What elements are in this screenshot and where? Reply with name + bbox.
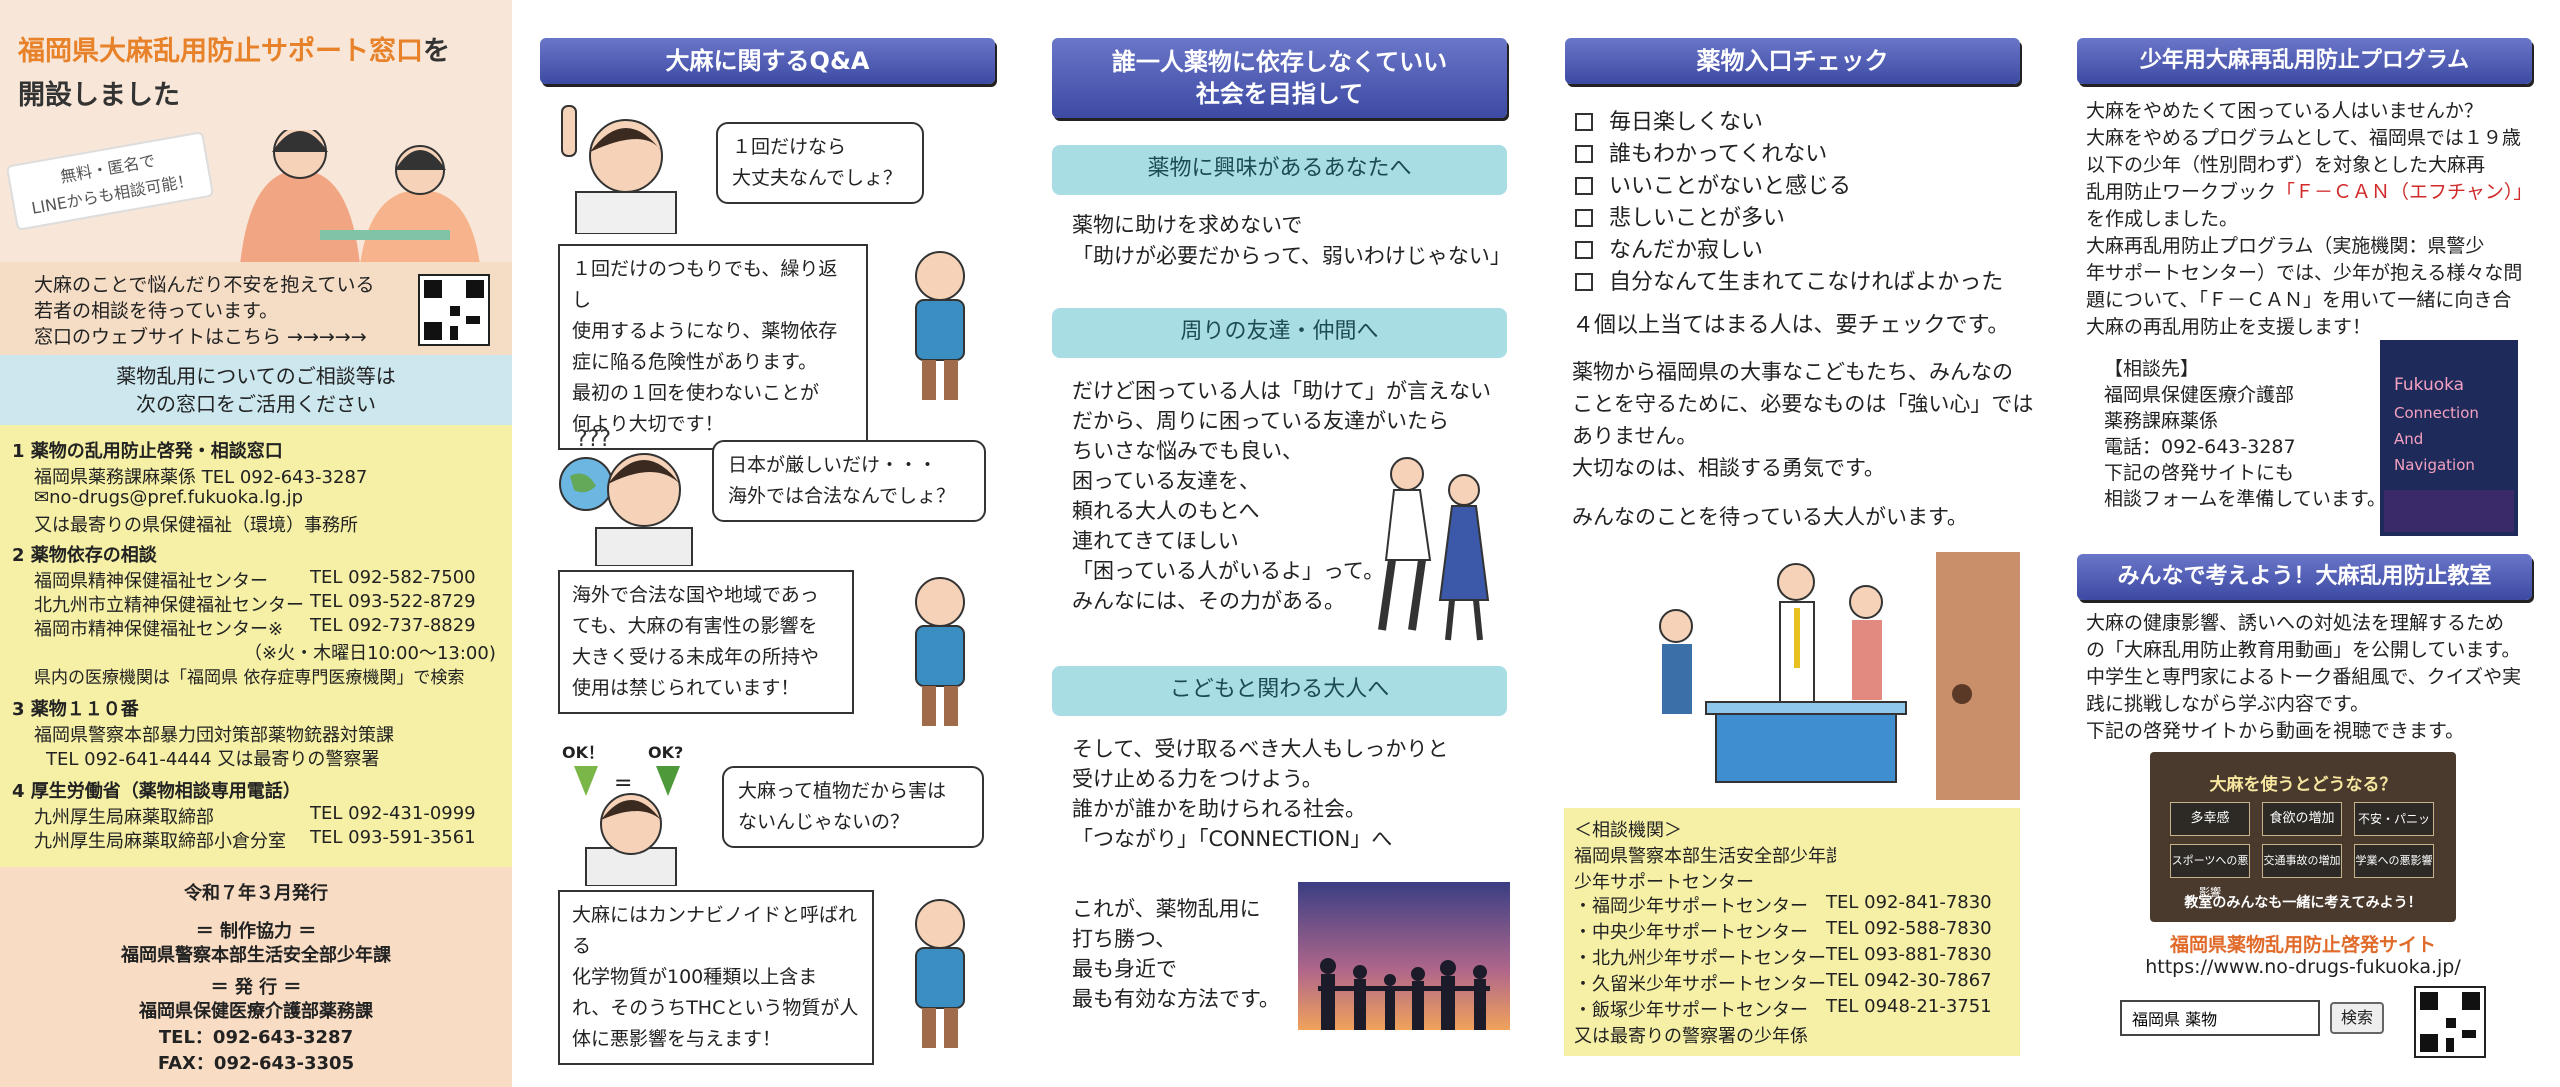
sunset-silhouette-image	[1298, 882, 1510, 1030]
svg-text:Connection: Connection	[2394, 404, 2479, 422]
video-cell: 食欲の増加	[2262, 802, 2342, 836]
check-item[interactable]: 毎日楽しくない	[1575, 104, 1763, 136]
question-bubble-1: １回だけなら 大丈夫なんでしょ？	[716, 122, 924, 204]
qr-code-icon[interactable]	[418, 274, 490, 346]
video-cell: 不安・パニック	[2354, 802, 2434, 858]
classroom-header: みんなで考えよう！大麻乱用防止教室	[2077, 554, 2532, 600]
waiting-message: みんなのことを待っている大人がいます。	[1572, 505, 1968, 529]
checkbox-icon	[1575, 209, 1593, 227]
check-item[interactable]: 悲しいことが多い	[1575, 200, 1785, 232]
check-item[interactable]: 自分なんて生まれてこなければよかった	[1575, 264, 2003, 296]
check-item[interactable]: 誰もわかってくれない	[1575, 136, 1827, 168]
video-caption: 教室のみんなも一緒に考えてみよう！	[2184, 895, 2422, 911]
consult-notice: 薬物乱用についてのご相談等は 次の窓口をご活用ください	[0, 355, 512, 425]
question-bubble-3: 大麻って植物だから害は ないんじゃないの？	[722, 766, 984, 848]
expert-man-illustration-2	[915, 577, 965, 726]
svg-text:OK！: OK！	[562, 743, 604, 762]
program-contact: 【相談先】 福岡県保健医療介護部 薬務課麻薬係 電話：092-643-3287 …	[2104, 358, 2386, 510]
workbook-cover-image: Fukuoka Connection And Navigation	[2380, 340, 2518, 536]
svg-text:???: ???	[576, 427, 611, 452]
svg-text:Fukuoka: Fukuoka	[2394, 375, 2464, 395]
subheader-adults: こどもと関わる大人へ	[1052, 666, 1507, 716]
boy-pointing-illustration	[561, 105, 677, 234]
answer-box-1: １回だけのつもりでも、繰り返し 使用するようになり、薬物依存 症に陥る危険性があ…	[558, 244, 868, 450]
checkbox-icon	[1575, 273, 1593, 291]
question-bubble-2: 日本が厳しいだけ・・・ 海外では合法なんでしょ？	[712, 440, 986, 522]
qa-header: 大麻に関するQ&A	[540, 38, 995, 84]
adults-waiting-illustration	[1659, 552, 2020, 800]
panel-title: 福岡県大麻乱用防止サポート窓口を 開設しました	[18, 36, 450, 111]
svg-text:=: =	[614, 771, 632, 796]
checkbox-icon	[1575, 241, 1593, 259]
friends-helping-illustration	[1378, 457, 1490, 641]
video-cell: 交通事故の増加	[2262, 844, 2342, 878]
closing-message: これが、薬物乱用に 打ち勝つ、 最も身近で 最も有効な方法です。	[1072, 897, 1280, 1011]
program-body: 大麻をやめたくて困っている人はいませんか？ 大麻をやめるプログラムとして、福岡県…	[2086, 100, 2533, 338]
counselors-illustration	[240, 130, 480, 265]
publisher-footer: 令和７年３月発行 ＝ 制作協力 ＝ 福岡県警察本部生活安全部少年課 ＝ 発 行 …	[0, 867, 512, 1087]
expert-man-illustration-3	[915, 899, 965, 1048]
video-cell: 学業への悪影響	[2354, 844, 2434, 878]
subheader-interested: 薬物に興味があるあなたへ	[1052, 145, 1507, 195]
consult-box: ＜相談機関＞ 福岡県警察本部生活安全部少年課 少年サポートセンター	[1564, 808, 1844, 1056]
video-cell: スポーツへの悪影響	[2170, 844, 2250, 899]
svg-text:OK?: OK?	[648, 743, 683, 762]
intro-box: 大麻のことで悩んだり不安を抱えている 若者の相談を待っています。 窓口のウェブサ…	[0, 262, 512, 358]
program-header: 少年用大麻再乱用防止プログラム	[2077, 38, 2532, 84]
site-name: 福岡県薬物乱用防止啓発サイト	[2169, 934, 2436, 956]
boy-plant-illustration: OK！ OK? =	[562, 743, 683, 886]
site-url[interactable]: https://www.no-drugs-fukuoka.jp/	[2145, 956, 2461, 978]
search-button[interactable]: 検索	[2330, 1002, 2384, 1034]
boy-globe-illustration: ???	[559, 427, 693, 566]
checkbox-icon	[1575, 145, 1593, 163]
answer-box-3: 大麻にはカンナビノイドと呼ばれる 化学物質が100種類以上含ま れ、そのうちTH…	[558, 890, 874, 1065]
subheader-friends: 周りの友達・仲間へ	[1052, 308, 1507, 358]
mail-icon: ✉	[34, 487, 50, 508]
society-header: 誰一人薬物に依存しなくていい 社会を目指して	[1052, 38, 1507, 118]
check-item[interactable]: なんだか寂しい	[1575, 232, 1763, 264]
video-title: 大麻を使うとどうなる？	[2209, 775, 2397, 795]
check-item[interactable]: いいことがないと感じる	[1575, 168, 1851, 200]
check-header: 薬物入口チェック	[1565, 38, 2020, 84]
site-qr-code-icon[interactable]	[2414, 986, 2486, 1058]
expert-man-illustration	[915, 251, 965, 400]
info-panel: 福岡県大麻乱用防止サポート窓口を 開設しました 無料・匿名で LINEからも相談…	[0, 0, 512, 1087]
video-thumbnail[interactable]: 大麻を使うとどうなる？ 多幸感 食欲の増加 不安・パニック スポーツへの悪影響 …	[2150, 752, 2456, 922]
check-note: ４個以上当てはまる人は、要チェックです。	[1572, 313, 2010, 338]
contact-list: 1 薬物の乱用防止啓発・相談窓口 福岡県薬務課麻薬係 TEL 092-643-3…	[0, 425, 512, 867]
friends-body: だけど困っている人は「助けて」が言えない だから、周りに困っている友達がいたら …	[1072, 379, 1491, 613]
search-bar: 検索	[2120, 1000, 2384, 1036]
checkbox-icon	[1575, 177, 1593, 195]
search-input[interactable]	[2120, 1000, 2320, 1036]
checkbox-icon	[1575, 113, 1593, 131]
svg-text:Navigation: Navigation	[2394, 456, 2475, 474]
video-cell: 多幸感	[2170, 802, 2250, 836]
svg-text:And: And	[2394, 430, 2423, 448]
classroom-body: 大麻の健康影響、誘いへの対処法を理解するため の「大麻乱用防止教育用動画」を公開…	[2086, 612, 2522, 742]
answer-box-2: 海外で合法な国や地域であっ ても、大麻の有害性の影響を 大きく受ける未成年の所持…	[558, 570, 854, 714]
email-link[interactable]: ✉no-drugs@pref.fukuoka.lg.jp	[34, 487, 304, 508]
consult-box-right	[1836, 808, 2020, 1056]
interested-body: 薬物に助けを求めないで 「助けが必要だからって、弱いわけじゃない」	[1072, 213, 1511, 268]
adults-body: そして、受け取るべき大人もしっかりと 受け止める力をつけよう。 誰かが誰かを助け…	[1072, 737, 1449, 851]
courage-paragraph: 薬物から福岡県の大事なこどもたち、みんなの ことを守るために、必要なものは「強い…	[1572, 360, 2034, 480]
